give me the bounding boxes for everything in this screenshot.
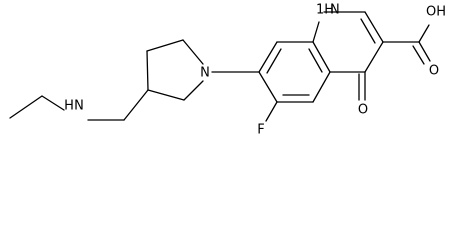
atom-label-pyrrolidine-n: N [200, 66, 210, 81]
atom-label-carboxyl-o: O [429, 64, 439, 79]
atom-label-nh-ring-h: 1H [316, 3, 334, 18]
bond-c4a-c8a-double [308, 48, 323, 73]
bond-cooh-o [418, 41, 431, 62]
bond-c7-c6 [258, 71, 278, 103]
atom-label-oh: OH [426, 5, 446, 20]
bond-c5-c4a [312, 71, 331, 103]
bond-c8a-n1 [312, 21, 320, 43]
bond-c6-f [265, 101, 278, 122]
bond-cooh-oh [418, 24, 430, 43]
bond-npyr-ca [182, 39, 204, 65]
bond-c3-c4 [364, 41, 384, 73]
bond-cc-ch2 [123, 89, 149, 121]
bond-cc-cd [147, 89, 185, 101]
bond-c8-c7-double [266, 48, 282, 74]
atom-label-fluorine: F [257, 123, 264, 138]
bonds [9, 11, 431, 122]
atom-label-amine-n: N [74, 99, 84, 114]
atom-labels: 1H N OH O O F N H N [64, 3, 446, 138]
bond-c2-c3-double [360, 18, 376, 44]
bond-ca-cb [146, 39, 184, 52]
bond-c4a-c8a [312, 41, 331, 73]
bond-cooh-o-double [412, 45, 425, 65]
bond-c8-c7 [258, 41, 278, 73]
bond-nh-ethyl [41, 95, 65, 111]
bond-cd-npyr [183, 80, 204, 101]
atom-label-amine-h: H [64, 99, 74, 114]
atom-label-keto-o: O [358, 103, 368, 118]
bond-ethyl-ch3 [9, 95, 43, 119]
atom-label-nh-ring-n: N [330, 3, 340, 18]
bond-c2-c3 [364, 11, 384, 43]
chemical-structure-diagram: 1H N OH O O F N H N [9, 2, 447, 138]
bond-cb-cc [146, 50, 149, 91]
